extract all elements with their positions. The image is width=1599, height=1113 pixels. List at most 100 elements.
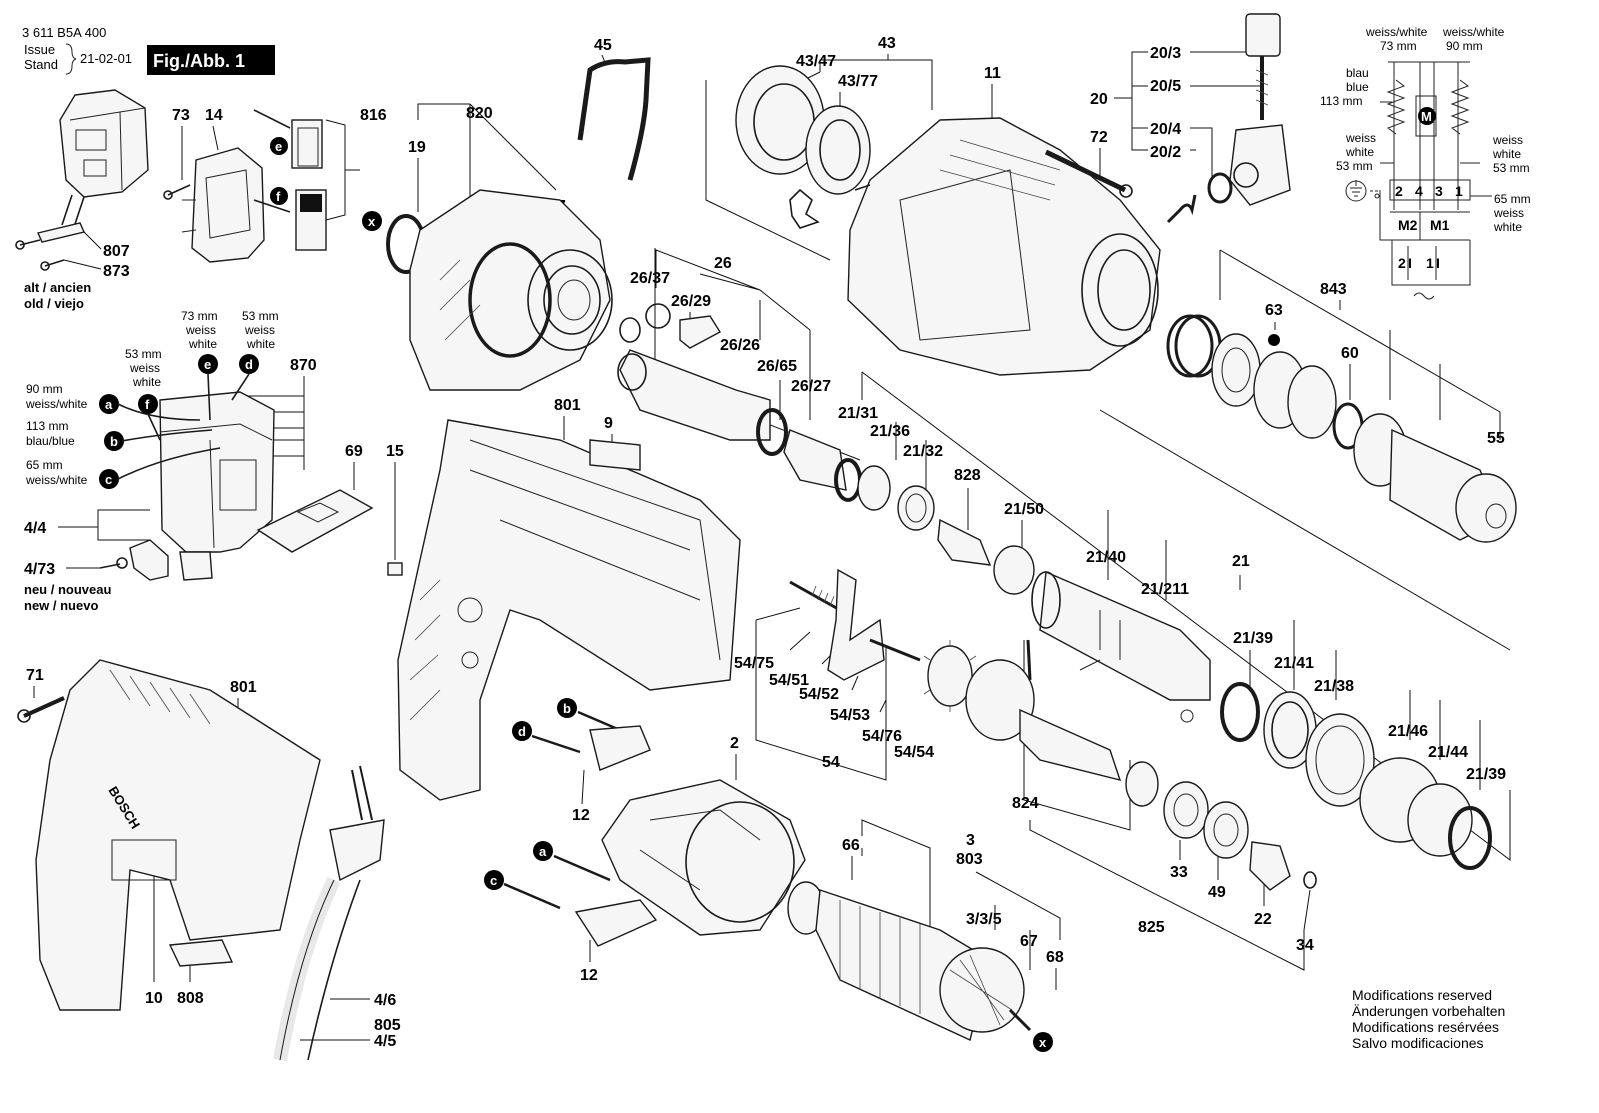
sch-term-4: 4	[1415, 183, 1423, 199]
label-20-5: 20/5	[1150, 78, 1181, 95]
sch-term-3: 3	[1435, 183, 1443, 199]
issue-label: Issue	[24, 42, 55, 57]
switch-old: 807 873 alt / ancien old / viejo	[15, 89, 149, 311]
label-71: 71	[26, 667, 44, 684]
callout-x1: x	[368, 214, 376, 229]
label-12a: 12	[572, 807, 590, 824]
tool-holder-43: 43 43/47 43/77	[705, 35, 933, 261]
callout-a3: a	[539, 844, 547, 859]
label-21-44: 21/44	[1428, 744, 1468, 761]
cord-805: 4/6 805 4/5	[273, 765, 401, 1062]
brace	[65, 43, 77, 75]
screw-72: 72	[1044, 129, 1133, 198]
label-21-40: 21/40	[1086, 549, 1126, 566]
sch-m2: M2	[1398, 217, 1418, 233]
figure-label: Fig./Abb. 1	[153, 51, 245, 71]
housing-11: 11	[847, 65, 1161, 376]
label-69: 69	[345, 443, 363, 460]
mod-line-1: Modifications reserved	[1352, 987, 1492, 1003]
date: 21-02-01	[80, 51, 132, 66]
label-54: 54	[822, 754, 840, 771]
label-26-26: 26/26	[720, 337, 760, 354]
label-4-4: 4/4	[24, 520, 46, 537]
label-9: 9	[604, 415, 613, 432]
callout-f2: f	[145, 397, 150, 412]
w53t-2: weiss	[244, 323, 275, 337]
w65-2: weiss/white	[25, 473, 88, 487]
label-20: 20	[1090, 91, 1108, 108]
label-4-73: 4/73	[24, 561, 55, 578]
brush-holder-14: 73 14	[163, 107, 265, 263]
label-26-29: 26/29	[671, 293, 711, 310]
note-old-1: alt / ancien	[24, 280, 91, 295]
label-43: 43	[878, 35, 896, 52]
label-54-54: 54/54	[894, 744, 934, 761]
doc-number: 3 611 B5A 400	[22, 25, 106, 40]
label-816: 816	[360, 107, 387, 124]
label-45: 45	[594, 37, 612, 54]
label-21-50: 21/50	[1004, 501, 1044, 518]
label-54-76: 54/76	[862, 728, 902, 745]
w113-2: blau/blue	[26, 434, 75, 448]
note-new-2: new / nuevo	[24, 598, 98, 613]
stator-2: 2 b d a c 12 12	[484, 698, 806, 984]
sch-motor: M	[1421, 109, 1432, 124]
label-43-47: 43/47	[796, 53, 836, 70]
label-21-36: 21/36	[870, 423, 910, 440]
sch-blau1: blau	[1346, 66, 1369, 80]
callout-c3: c	[490, 873, 497, 888]
cover-69: 69	[256, 443, 374, 553]
label-43-77: 43/77	[838, 73, 878, 90]
label-66: 66	[842, 837, 860, 854]
label-805: 805	[374, 1017, 401, 1034]
callout-a2: a	[105, 397, 113, 412]
label-824: 824	[1012, 795, 1039, 812]
sch-wr3: 53 mm	[1493, 161, 1530, 175]
w90-2: weiss/white	[25, 397, 88, 411]
label-3: 3	[966, 832, 975, 849]
label-21-32: 21/32	[903, 443, 943, 460]
w53-2: weiss	[129, 361, 160, 375]
label-20-3: 20/3	[1150, 45, 1181, 62]
modifications-note: Modifications reserved Änderungen vorbeh…	[1352, 987, 1505, 1051]
callout-b3: b	[563, 701, 571, 716]
label-26-65: 26/65	[757, 358, 797, 375]
label-4-6: 4/6	[374, 992, 396, 1009]
mod-line-3: Modifications resérvées	[1352, 1019, 1499, 1035]
sch-sym-i1: I	[1408, 255, 1412, 271]
w53t-1: 53 mm	[242, 309, 279, 323]
label-26: 26	[714, 255, 732, 272]
label-22: 22	[1254, 911, 1272, 928]
label-3-3-5: 3/3/5	[966, 911, 1002, 928]
label-49: 49	[1208, 884, 1226, 901]
label-825: 825	[1138, 919, 1165, 936]
brushes-816: 816 e f	[253, 107, 387, 251]
sch-sym-i2: I	[1436, 255, 1440, 271]
w53-3: white	[132, 375, 161, 389]
label-20-4: 20/4	[1150, 121, 1181, 138]
label-870: 870	[290, 357, 317, 374]
clip-45: 45	[577, 37, 651, 181]
label-55: 55	[1487, 430, 1505, 447]
label-11: 11	[984, 65, 1001, 82]
callout-x2: x	[1039, 1035, 1047, 1050]
sch-ww73-2: 73 mm	[1380, 39, 1417, 53]
label-843: 843	[1320, 281, 1347, 298]
label-26-27: 26/27	[791, 378, 831, 395]
w73-2: weiss	[185, 323, 216, 337]
label-68: 68	[1046, 949, 1064, 966]
armature-3: 66 3 803 3/3/5 67 68 x	[787, 819, 1064, 1052]
sch-m1: M1	[1430, 217, 1450, 233]
label-63: 63	[1265, 302, 1283, 319]
w113-1: 113 mm	[26, 419, 68, 433]
label-873: 873	[103, 263, 130, 280]
callout-b2: b	[110, 434, 118, 449]
sch-term-2: 2	[1395, 183, 1403, 199]
front-parts-843: 63 843 60 55	[1099, 249, 1517, 651]
sch-term-1: 1	[1455, 183, 1463, 199]
label-801b: 801	[230, 679, 257, 696]
label-807: 807	[103, 243, 130, 260]
callout-e2: e	[204, 357, 211, 372]
brush-assembly-20: 20/3 20 20/5 20/4 20/2	[1090, 13, 1291, 224]
sch-w65a: 65 mm	[1494, 192, 1531, 206]
